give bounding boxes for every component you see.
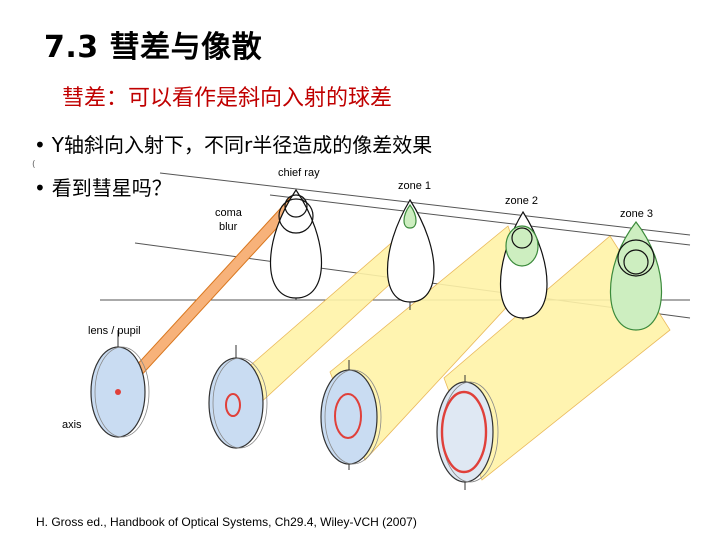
citation: H. Gross ed., Handbook of Optical System… [36,515,417,529]
label-blur: blur [219,221,238,233]
label-chief-ray: chief ray [278,167,320,179]
spot-pattern-2 [386,198,435,303]
bullet-item-2: •看到彗星吗？ [34,172,172,201]
label-lens-pupil: lens / pupil [88,325,141,337]
bullet-dot: • [34,176,46,200]
lens-pupil-4 [436,381,499,483]
slide-subtitle: 彗差：可以看作是斜向入射的球差 [62,86,393,111]
bullet-item-1: •Y轴斜向入射下，不同r半径造成的像差效果 [34,129,432,158]
label-zone-1: zone 1 [398,180,431,192]
spot-pattern-3 [500,210,548,319]
lens-pupil-1 [90,346,150,438]
spot-pattern-1 [270,188,322,299]
bullet-text-1: Y轴斜向入射下，不同r半径造成的像差效果 [51,133,433,157]
lens-pupil-2 [208,357,268,449]
label-zone-2: zone 2 [505,195,538,207]
beams [110,197,671,481]
stray-mark: ( [32,160,36,170]
label-axis: axis [62,419,82,431]
lens-pupil-3 [320,369,382,465]
spot-pattern-4 [609,221,663,331]
bullet-text-2: 看到彗星吗？ [51,176,172,200]
label-zone-3: zone 3 [620,208,653,220]
bullet-dot: • [34,133,46,157]
slide-title: 7.3 彗差与像散 [44,30,263,65]
label-coma: coma [215,207,243,219]
